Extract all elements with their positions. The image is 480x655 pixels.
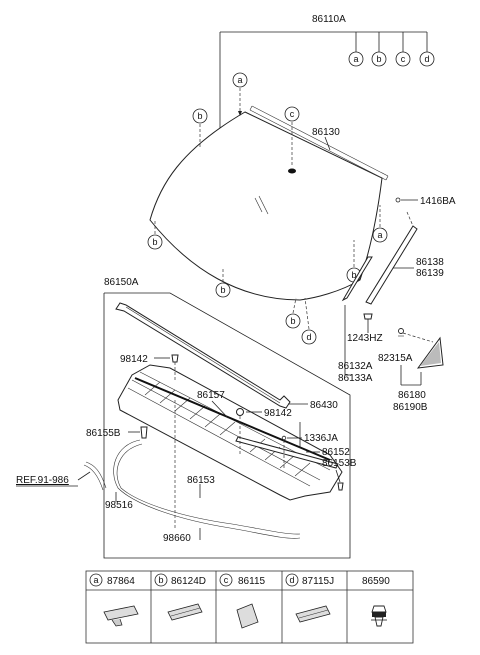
screw	[363, 313, 373, 320]
letter-mark-b-1: b	[192, 108, 208, 124]
label-1336JA: 1336JA	[304, 433, 338, 444]
label-86430: 86430	[310, 400, 338, 411]
svg-text:a: a	[377, 230, 382, 240]
part-image-86115	[236, 603, 259, 629]
svg-text:b: b	[158, 575, 163, 585]
label-86153B: 86153B	[322, 458, 357, 469]
label-86133A: 86133A	[338, 373, 373, 384]
svg-text:c: c	[290, 109, 295, 119]
label-86180: 86180	[398, 390, 426, 401]
label-1243HZ: 1243HZ	[347, 333, 383, 344]
svg-text:a: a	[353, 54, 358, 64]
svg-text:b: b	[197, 111, 202, 121]
label-86152: 86152	[322, 447, 350, 458]
label-1416BA: 1416BA	[420, 196, 456, 207]
label-86157: 86157	[197, 390, 225, 401]
windshield-glass	[149, 111, 383, 301]
washer-hose	[113, 439, 301, 539]
letter-mark-a-2: a	[372, 227, 388, 243]
cowl-panel	[117, 364, 343, 501]
part-image-87864	[103, 605, 139, 627]
label-86138: 86138	[416, 257, 444, 268]
letter-mark-a-1: a	[232, 72, 248, 88]
label-98516: 98516	[105, 500, 133, 511]
svg-text:86590: 86590	[362, 576, 390, 587]
svg-text:a: a	[93, 575, 98, 585]
lower-molding	[341, 256, 373, 302]
label-86155B: 86155B	[86, 428, 121, 439]
table-header-d: d 87115J	[285, 573, 334, 587]
label-86153: 86153	[187, 475, 215, 486]
fastener-98142-top	[171, 354, 179, 363]
parts-table	[85, 570, 414, 644]
letter-mark-c-top: c	[395, 51, 411, 67]
part-image-87115J	[295, 605, 331, 623]
label-86110A: 86110A	[312, 14, 346, 25]
table-header-a: a 87864	[89, 573, 135, 587]
label-98142-lower: 98142	[264, 408, 292, 419]
label-86130: 86130	[312, 127, 340, 138]
letter-mark-d-1: d	[301, 329, 317, 345]
letter-mark-a-top: a	[348, 51, 364, 67]
label-86150A: 86150A	[104, 277, 139, 288]
svg-text:86124D: 86124D	[171, 576, 206, 587]
label-86132A: 86132A	[338, 361, 373, 372]
cowl-weatherstrip	[115, 302, 291, 409]
letter-mark-c-1: c	[284, 106, 300, 122]
svg-text:87864: 87864	[107, 576, 135, 587]
label-86190B: 86190B	[393, 402, 428, 413]
table-header-86590: 86590	[362, 576, 390, 587]
svg-text:86115: 86115	[238, 576, 266, 587]
letter-mark-b-2: b	[147, 234, 163, 250]
svg-text:c: c	[224, 575, 229, 585]
svg-text:a: a	[237, 75, 242, 85]
svg-text:b: b	[220, 285, 225, 295]
part-image-86590	[371, 605, 387, 627]
label-82315A: 82315A	[378, 353, 413, 364]
svg-text:b: b	[376, 54, 381, 64]
svg-text:87115J: 87115J	[302, 576, 334, 587]
svg-text:d: d	[424, 54, 429, 64]
svg-text:b: b	[351, 270, 356, 280]
label-98142-top: 98142	[120, 354, 148, 365]
letter-mark-b-4: b	[285, 313, 301, 329]
label-98660: 98660	[163, 533, 191, 544]
reference-label[interactable]: REF.91-986	[16, 475, 69, 486]
part-image-86124D	[167, 603, 203, 621]
label-86139: 86139	[416, 268, 444, 279]
svg-text:b: b	[290, 316, 295, 326]
letter-mark-b-top: b	[371, 51, 387, 67]
table-header-b: b 86124D	[154, 573, 206, 587]
letter-mark-b-3: b	[215, 282, 231, 298]
svg-text:c: c	[401, 54, 406, 64]
svg-text:d: d	[289, 575, 294, 585]
letter-mark-d-top: d	[419, 51, 435, 67]
svg-text:d: d	[306, 332, 311, 342]
table-header-c: c 86115	[219, 573, 266, 587]
cowl-seal-strip	[235, 436, 339, 469]
svg-text:b: b	[152, 237, 157, 247]
fastener-98142-lower	[236, 408, 244, 416]
side-molding	[365, 225, 418, 305]
